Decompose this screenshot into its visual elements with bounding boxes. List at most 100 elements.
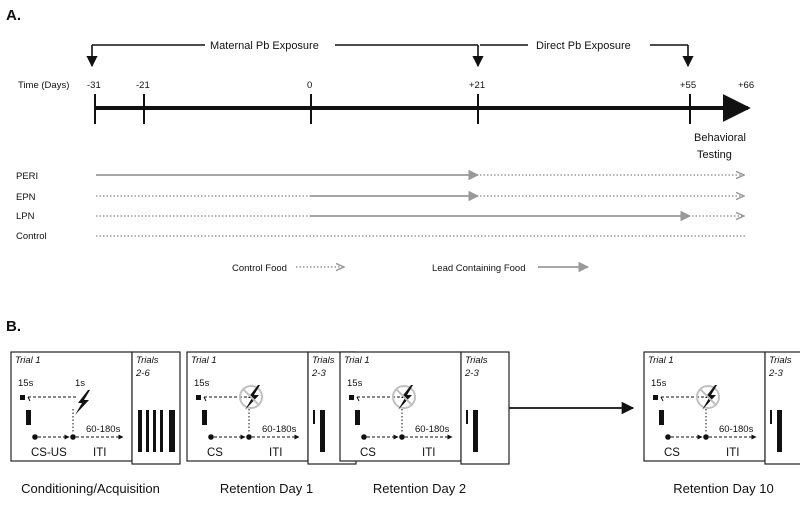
timeline-mid-dot xyxy=(246,434,252,440)
trial-bar-tick xyxy=(313,410,315,424)
cs-bar xyxy=(202,410,207,425)
trials-label: Trials xyxy=(136,355,159,366)
trials-range-label: 2-3 xyxy=(768,368,783,379)
trials-range-label: 2-3 xyxy=(464,368,479,379)
us-duration-label: 1s xyxy=(75,378,85,389)
trial-1-label: Trial 1 xyxy=(344,355,370,366)
cs-marker xyxy=(20,395,25,400)
cs-bar xyxy=(26,410,31,425)
panel-a-label: A. xyxy=(6,7,21,24)
timeline-mid-dot xyxy=(399,434,405,440)
trial-1-frame xyxy=(10,351,133,462)
stimulus-label: CS xyxy=(207,447,223,459)
trial-bar-2 xyxy=(146,410,149,452)
legend-control-label: Control Food xyxy=(232,263,287,274)
cs-tick xyxy=(660,396,664,402)
trials-label: Trials xyxy=(769,355,792,366)
tick-label-m21: -21 xyxy=(136,80,150,91)
trials-label: Trials xyxy=(465,355,488,366)
box-caption: Conditioning/Acquisition xyxy=(21,481,160,496)
stimulus-label: CS xyxy=(664,447,680,459)
cs-duration-label: 15s xyxy=(18,378,34,389)
no-shock-circle xyxy=(239,385,263,409)
tick-label-p66: +66 xyxy=(738,80,754,91)
group-label-peri: PERI xyxy=(16,171,38,182)
trials-label: Trials xyxy=(312,355,335,366)
cs-bar xyxy=(659,410,664,425)
iti-range-label: 60-180s xyxy=(415,424,450,435)
trial-bar-1 xyxy=(320,410,325,452)
cs-tick xyxy=(356,396,360,402)
direct-exposure-bracket xyxy=(480,44,694,68)
timeline-start-dot xyxy=(208,434,214,440)
no-shock-circle xyxy=(696,385,720,409)
no-shock-slash xyxy=(395,388,413,406)
trial-bar-tick xyxy=(466,410,468,424)
behavioral-testing-label-1: Behavioral xyxy=(694,132,746,144)
stimulus-label: CS-US xyxy=(31,447,67,459)
trial-bar-5 xyxy=(169,410,175,452)
maternal-exposure-label: Maternal Pb Exposure xyxy=(210,40,319,52)
stimulus-label: CS xyxy=(360,447,376,459)
cs-marker xyxy=(653,395,658,400)
direct-exposure-label: Direct Pb Exposure xyxy=(536,40,631,52)
group-label-lpn: LPN xyxy=(16,211,35,222)
trial-bar-tick xyxy=(770,410,772,424)
timeline-start-dot xyxy=(665,434,671,440)
trial-bar-4 xyxy=(160,410,163,452)
no-shock-slash xyxy=(242,388,260,406)
box-caption: Retention Day 2 xyxy=(373,481,466,496)
trials-range-label: 2-3 xyxy=(311,368,326,379)
tick-label-0: 0 xyxy=(307,80,312,91)
trial-bar-1 xyxy=(777,410,782,452)
box-caption: Retention Day 1 xyxy=(220,481,313,496)
tick-label-m31: -31 xyxy=(87,80,101,91)
timeline-mid-dot xyxy=(70,434,76,440)
cs-marker xyxy=(349,395,354,400)
trial-1-label: Trial 1 xyxy=(648,355,674,366)
time-axis xyxy=(94,94,751,124)
trial-1-label: Trial 1 xyxy=(15,355,41,366)
cs-tick xyxy=(27,396,31,402)
tick-label-p55: +55 xyxy=(680,80,696,91)
panel-b-label: B. xyxy=(6,318,21,335)
timeline-mid-dot xyxy=(703,434,709,440)
trial-bar-1 xyxy=(138,410,142,452)
cs-marker xyxy=(196,395,201,400)
trial-1-label: Trial 1 xyxy=(191,355,217,366)
legend-lead-label: Lead Containing Food xyxy=(432,263,526,274)
box-caption: Retention Day 10 xyxy=(673,481,773,496)
no-shock-circle xyxy=(392,385,416,409)
no-shock-slash xyxy=(699,388,717,406)
cs-tick xyxy=(203,396,207,402)
trials-frame xyxy=(764,351,800,465)
group-label-epn: EPN xyxy=(16,192,36,203)
iti-range-label: 60-180s xyxy=(262,424,297,435)
tick-label-p21: +21 xyxy=(469,80,485,91)
cs-duration-label: 15s xyxy=(347,378,363,389)
iti-range-label: 60-180s xyxy=(86,424,121,435)
maternal-exposure-bracket xyxy=(86,44,484,68)
trial-bar-1 xyxy=(473,410,478,452)
iti-label: ITI xyxy=(93,447,106,459)
iti-range-label: 60-180s xyxy=(719,424,754,435)
trials-range-label: 2-6 xyxy=(135,368,150,379)
timeline-start-dot xyxy=(32,434,38,440)
group-label-control: Control xyxy=(16,231,47,242)
cs-duration-label: 15s xyxy=(651,378,667,389)
cs-bar xyxy=(355,410,360,425)
trial-bar-3 xyxy=(153,410,156,452)
shock-bolt-icon xyxy=(75,390,90,415)
iti-label: ITI xyxy=(269,447,282,459)
iti-label: ITI xyxy=(726,447,739,459)
timeline-start-dot xyxy=(361,434,367,440)
behavioral-testing-label-2: Testing xyxy=(697,149,732,161)
cs-duration-label: 15s xyxy=(194,378,210,389)
